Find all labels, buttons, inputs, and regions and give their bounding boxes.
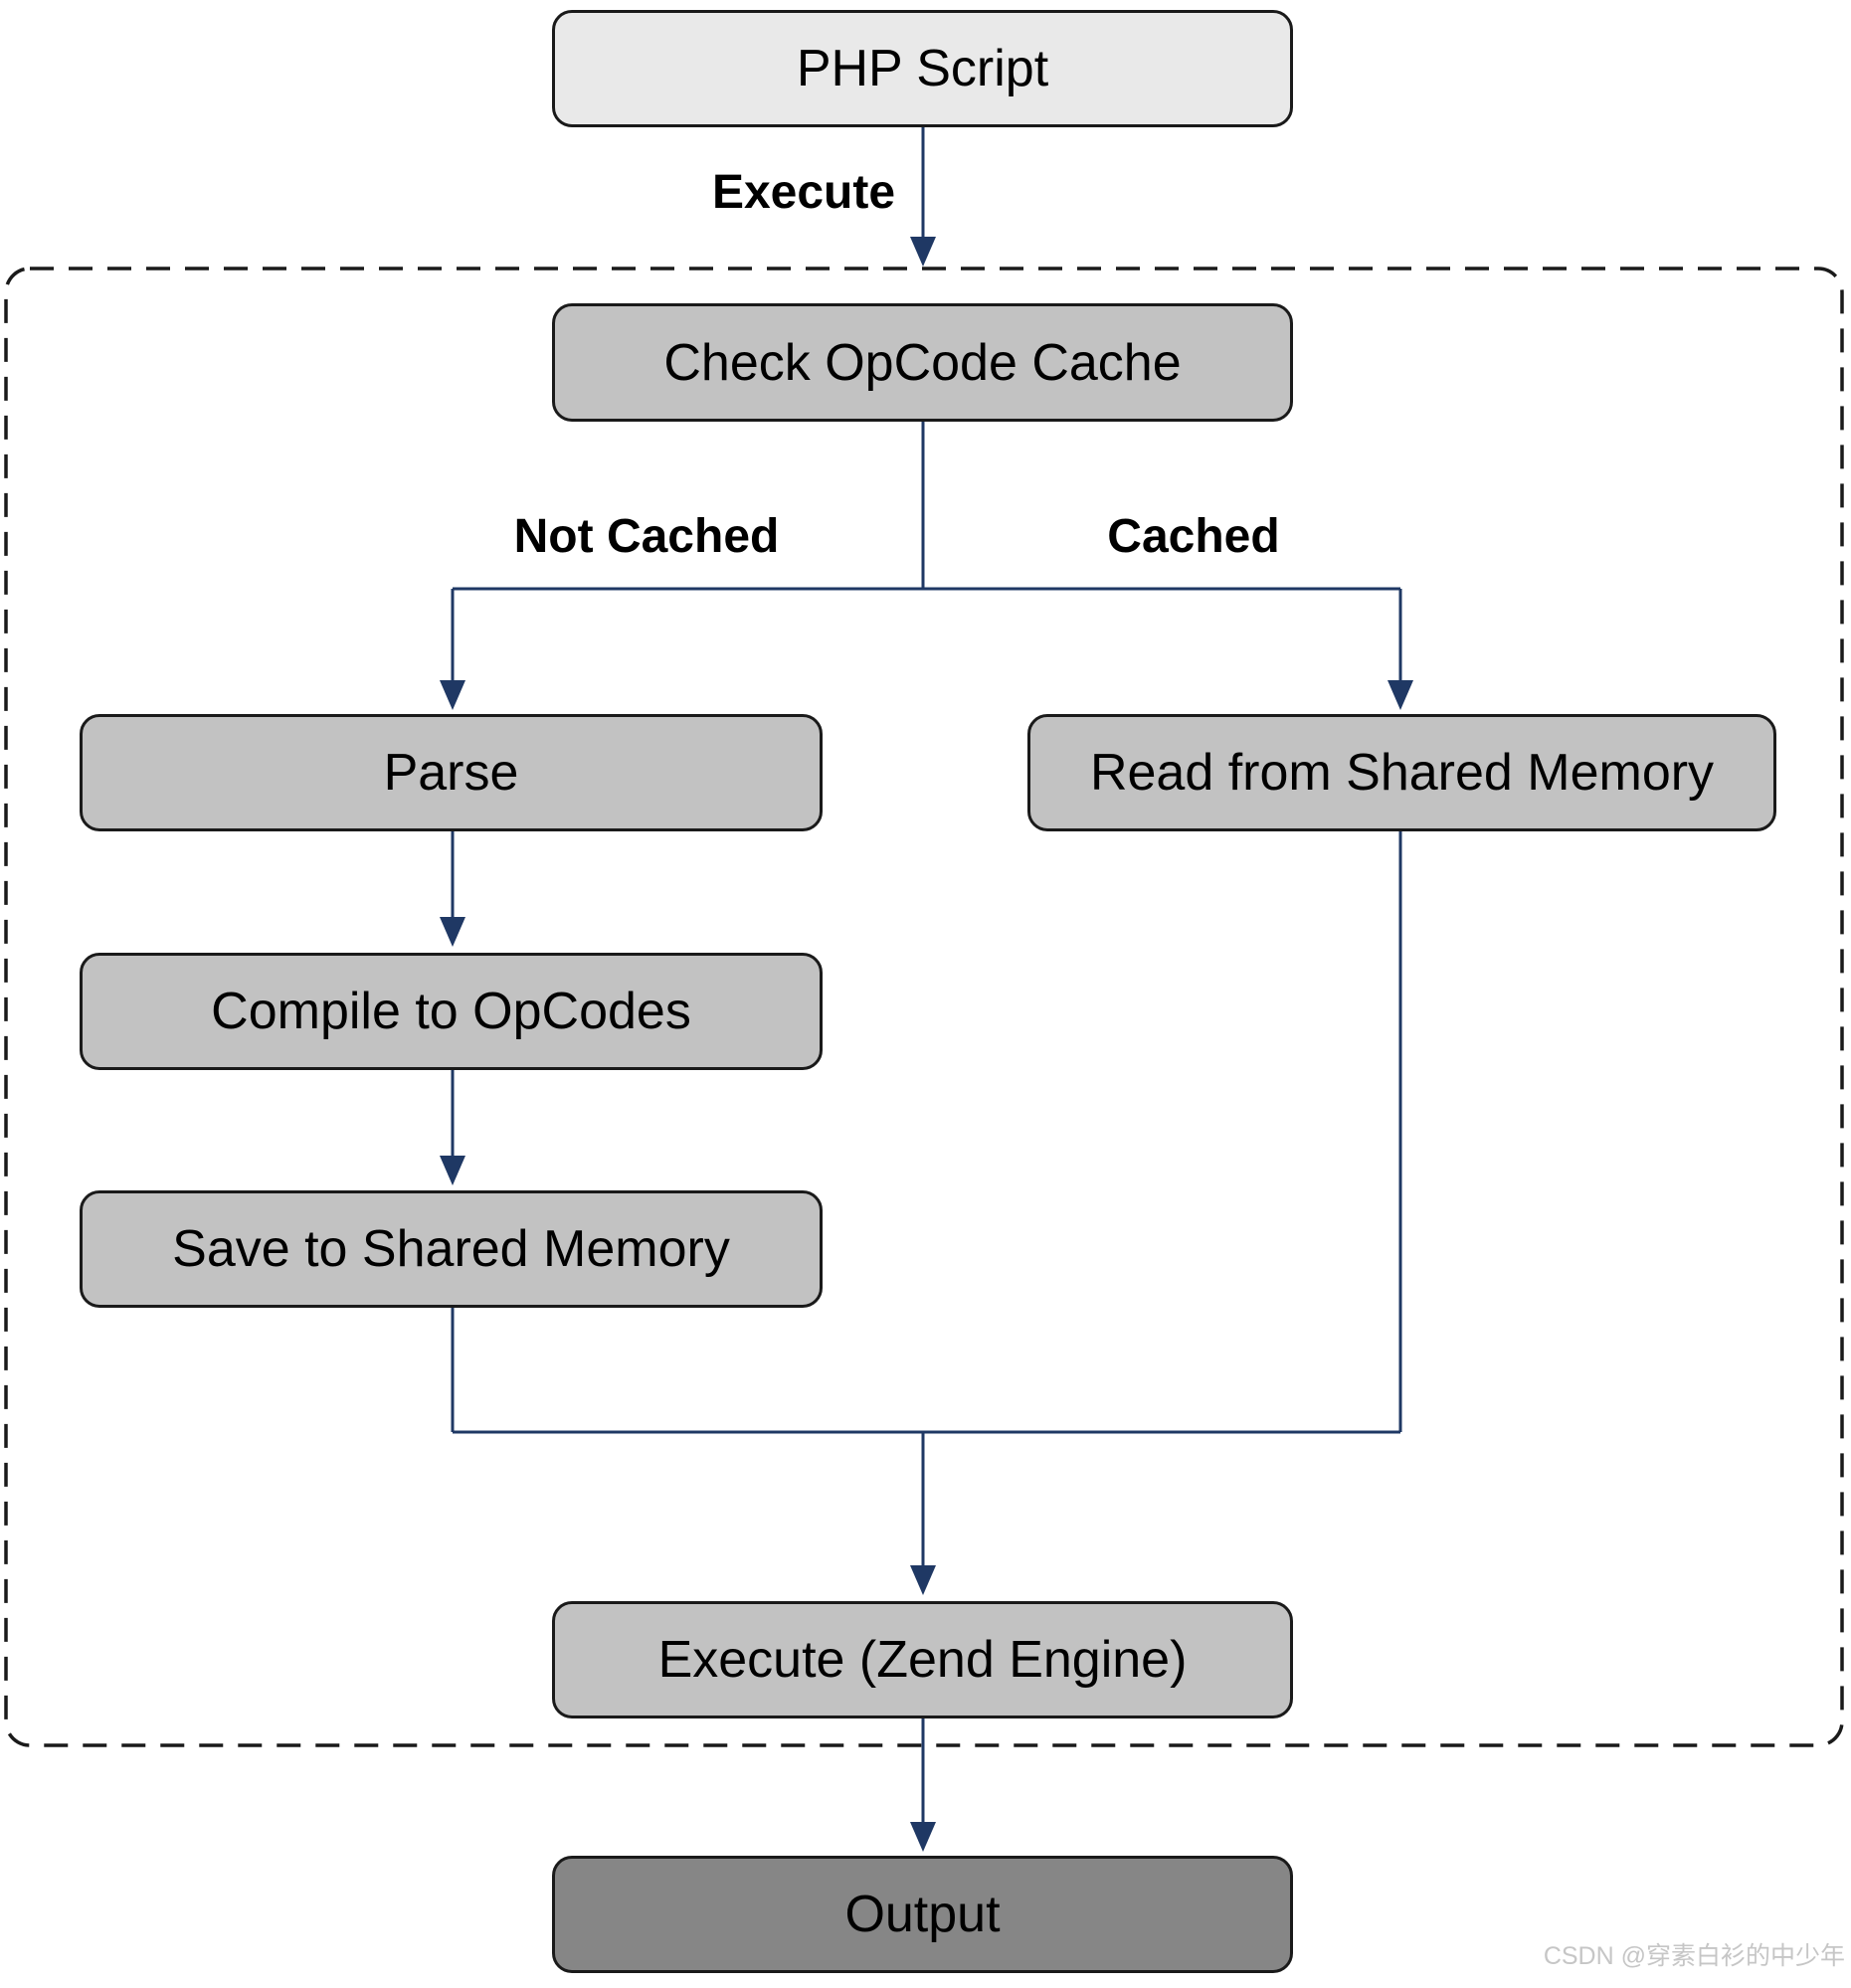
node-execute-zend-engine-label: Execute (Zend Engine) (657, 1631, 1188, 1689)
arrowhead-to-save (440, 1156, 465, 1185)
arrowhead-php-to-check (910, 237, 936, 267)
node-read-from-shared-memory-label: Read from Shared Memory (1089, 744, 1715, 802)
node-execute-zend-engine: Execute (Zend Engine) (552, 1601, 1293, 1718)
node-check-opcode-cache-label: Check OpCode Cache (663, 333, 1182, 392)
edge-label-execute: Execute (711, 166, 896, 219)
node-compile-to-opcodes: Compile to OpCodes (80, 953, 823, 1070)
edge-label-cached: Cached (1107, 510, 1280, 563)
arrowhead-to-output (910, 1822, 936, 1852)
csdn-watermark: CSDN @穿素白衫的中少年 (1543, 1942, 1845, 1970)
node-output-label: Output (844, 1886, 1001, 1943)
node-save-to-shared-memory-label: Save to Shared Memory (172, 1220, 730, 1278)
node-parse: Parse (80, 714, 823, 831)
arrowhead-to-compile (440, 917, 465, 947)
node-save-to-shared-memory: Save to Shared Memory (80, 1190, 823, 1308)
node-output: Output (552, 1856, 1293, 1973)
edge-label-not-cached: Not Cached (513, 510, 780, 563)
node-php-script: PHP Script (552, 10, 1293, 127)
cache-boundary-dashed-box (4, 267, 1844, 1747)
arrowhead-to-read (1388, 680, 1413, 710)
node-read-from-shared-memory: Read from Shared Memory (1027, 714, 1776, 831)
node-php-script-label: PHP Script (796, 40, 1049, 97)
node-parse-label: Parse (383, 744, 519, 802)
arrowhead-to-execute (910, 1565, 936, 1595)
arrowhead-to-parse (440, 680, 465, 710)
node-compile-to-opcodes-label: Compile to OpCodes (211, 983, 691, 1040)
node-check-opcode-cache: Check OpCode Cache (552, 303, 1293, 422)
